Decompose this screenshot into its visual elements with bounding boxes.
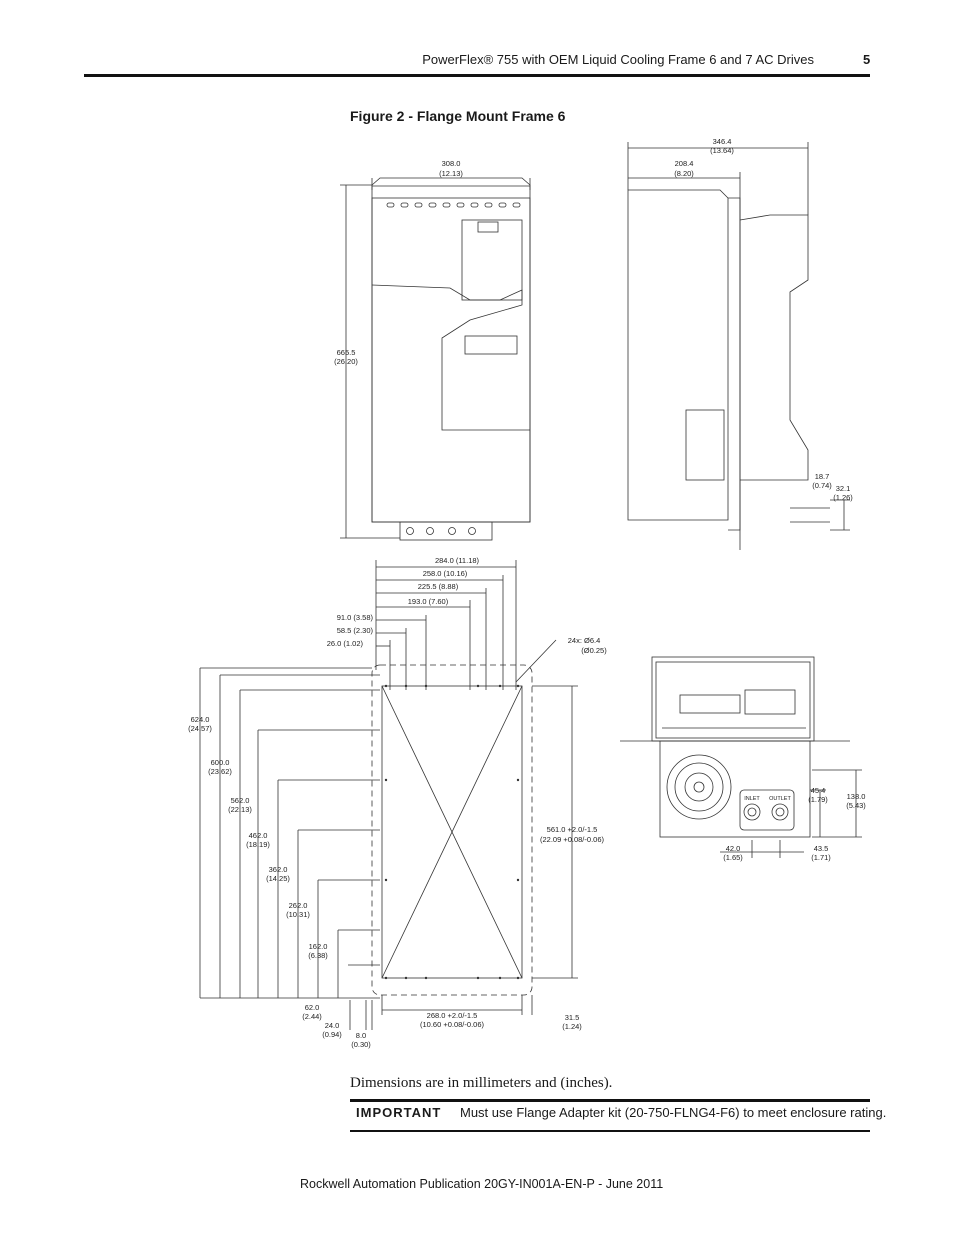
- side-depth-in-label: (13.64): [710, 146, 734, 155]
- cutout-width-in-label: (10.60 +0.08/-0.06): [420, 1020, 485, 1029]
- left-dim-6-in: (6.38): [308, 951, 328, 960]
- header-title: PowerFlex® 755 with OEM Liquid Cooling F…: [422, 52, 814, 67]
- bottom-d138-label: 138.0: [847, 792, 866, 801]
- inlet-label: INLET: [744, 796, 760, 802]
- header-rule: [84, 74, 870, 77]
- left-dim-4: 362.0: [269, 865, 288, 874]
- left-dim-6: 162.0: [309, 942, 328, 951]
- flange-view: [199, 560, 578, 1030]
- right-offset-label: 31.5: [565, 1013, 580, 1022]
- cutout-height-in-label: (22.09 +0.08/-0.06): [540, 835, 605, 844]
- flange-top-dim-2: 225.5 (8.88): [418, 582, 459, 591]
- side-d2-label: 32.1: [836, 484, 851, 493]
- side-d1-in-label: (0.74): [812, 481, 832, 490]
- important-label: IMPORTANT: [356, 1105, 442, 1120]
- cutout-width-label: 268.0 +2.0/-1.5: [427, 1011, 478, 1020]
- left-dim-1: 600.0: [211, 758, 230, 767]
- side-depth-label: 346.4: [713, 137, 732, 146]
- dimension-drawing: 308.0 (12.13) 665.5 (26.20) 346.4 (13.64…: [188, 137, 866, 1049]
- bottom-d42-label: 42.0: [726, 844, 741, 853]
- flange-top-dim-3: 193.0 (7.60): [408, 597, 449, 606]
- left-dim-5: 262.0: [289, 901, 308, 910]
- page-number: 5: [863, 52, 871, 67]
- flange-top-dim-5: 58.5 (2.30): [337, 626, 374, 635]
- left-dim-8: 24.0: [325, 1021, 340, 1030]
- cutout-height-label: 561.0 +2.0/-1.5: [547, 825, 598, 834]
- important-bottom-rule: [350, 1130, 870, 1132]
- hole-label: 24x: Ø6.4: [568, 636, 601, 645]
- footer: Rockwell Automation Publication 20GY-IN0…: [300, 1177, 664, 1191]
- left-dim-3: 462.0: [249, 831, 268, 840]
- flange-top-dim-0: 284.0 (11.18): [435, 556, 480, 565]
- front-view: [340, 177, 531, 541]
- left-dim-9: 8.0: [356, 1031, 366, 1040]
- right-offset-in-label: (1.24): [562, 1022, 582, 1031]
- left-dim-3-in: (18.19): [246, 840, 270, 849]
- left-dim-9-in: (0.30): [351, 1040, 371, 1049]
- left-dim-0-in: (24.57): [188, 724, 212, 733]
- bottom-d45-label: 45.4: [811, 786, 826, 795]
- side-view: [627, 142, 850, 550]
- dimensions-note: Dimensions are in millimeters and (inche…: [350, 1075, 613, 1091]
- bottom-d42-in-label: (1.65): [723, 853, 743, 862]
- hole-label-in: (Ø0.25): [581, 646, 607, 655]
- important-top-rule: [350, 1099, 870, 1102]
- important-text: Must use Flange Adapter kit (20-750-FLNG…: [460, 1105, 887, 1120]
- left-dim-7-in: (2.44): [302, 1012, 322, 1021]
- left-dim-8-in: (0.94): [322, 1030, 342, 1039]
- left-dim-7: 62.0: [305, 1003, 320, 1012]
- side-d1-label: 18.7: [815, 472, 830, 481]
- bottom-d45-in-label: (1.79): [808, 795, 828, 804]
- mounting-holes: [384, 684, 520, 980]
- left-dim-5-in: (10.31): [286, 910, 310, 919]
- flange-top-dim-4: 91.0 (3.58): [337, 613, 374, 622]
- front-height-in-label: (26.20): [334, 357, 358, 366]
- left-dim-2-in: (22.13): [228, 805, 252, 814]
- side-d2-in-label: (1.26): [833, 493, 853, 502]
- left-dim-2: 562.0: [231, 796, 250, 805]
- bottom-d43-in-label: (1.71): [811, 853, 831, 862]
- left-dim-0: 624.0: [191, 715, 210, 724]
- flange-top-dim-1: 258.0 (10.16): [423, 569, 468, 578]
- front-width-label: 308.0: [442, 159, 461, 168]
- front-height-label: 665.5: [337, 348, 356, 357]
- bottom-d138-in-label: (5.43): [846, 801, 866, 810]
- flange-top-dim-6: 26.0 (1.02): [327, 639, 364, 648]
- outlet-label: OUTLET: [769, 796, 791, 802]
- figure-title: Figure 2 - Flange Mount Frame 6: [350, 108, 566, 124]
- left-dim-4-in: (14.25): [266, 874, 290, 883]
- bottom-d43-label: 43.5: [814, 844, 829, 853]
- front-width-in-label: (12.13): [439, 169, 463, 178]
- left-dim-1-in: (23.62): [208, 767, 232, 776]
- bottom-view: [620, 656, 862, 858]
- side-flange-label: 208.4: [675, 159, 694, 168]
- side-flange-in-label: (8.20): [674, 169, 694, 178]
